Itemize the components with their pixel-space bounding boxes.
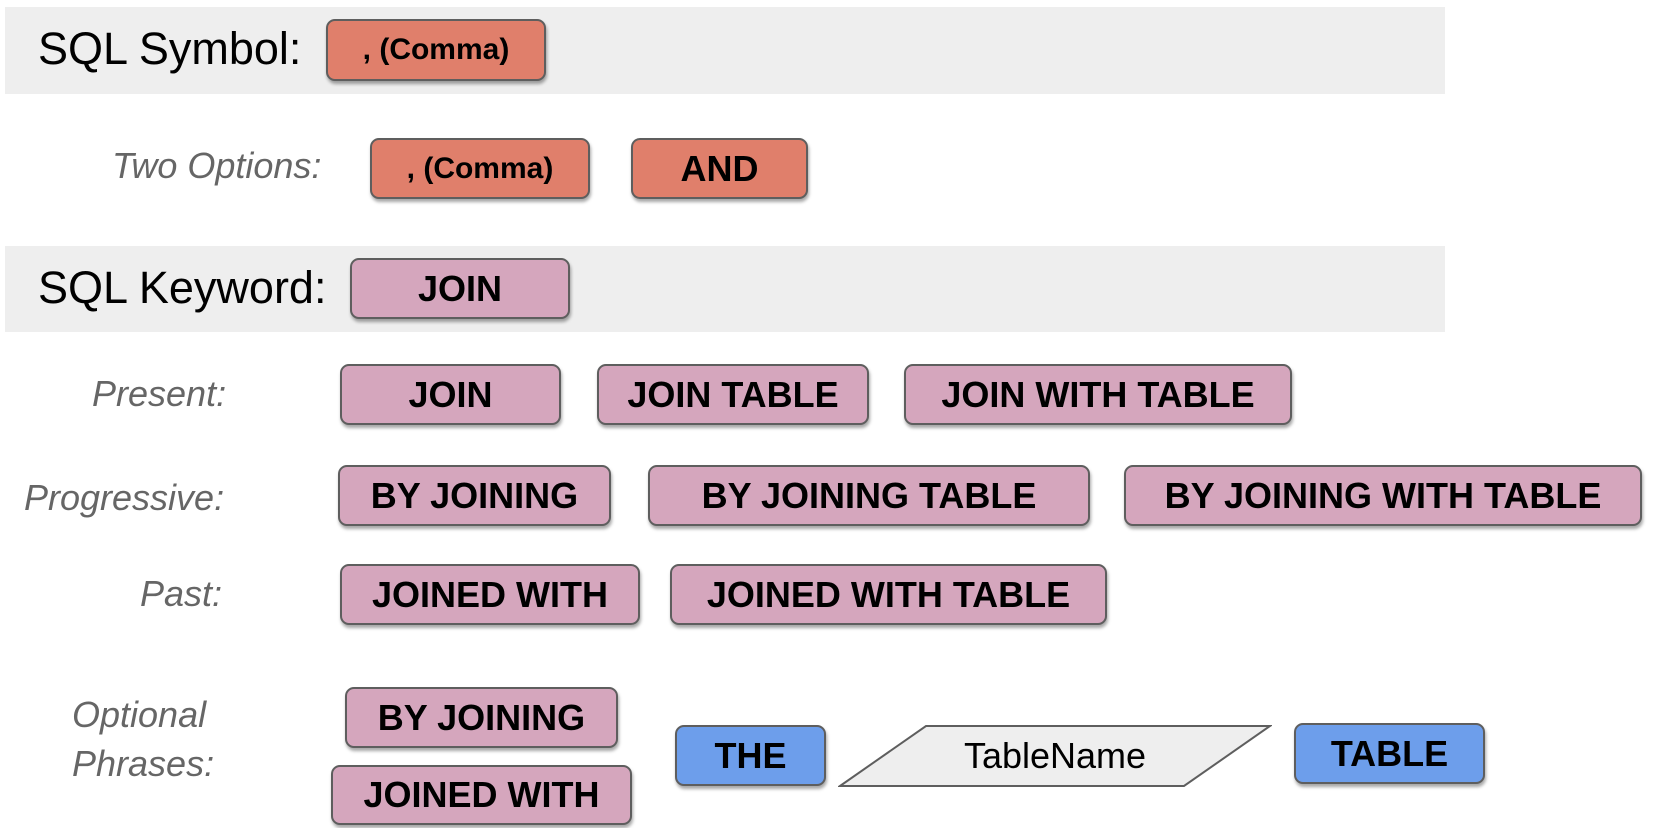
symbol-title: SQL Symbol: bbox=[38, 23, 302, 74]
present-chip-join-table: JOIN TABLE bbox=[597, 364, 869, 425]
optional-label-line2: Phrases: bbox=[72, 743, 215, 784]
progressive-chip-by-joining-table: BY JOINING TABLE bbox=[648, 465, 1090, 526]
keyword-band bbox=[5, 246, 1445, 332]
tablename-shape: TableName bbox=[838, 724, 1272, 788]
progressive-chip-by-joining: BY JOINING bbox=[338, 465, 611, 526]
option-chip-comma: , (Comma) bbox=[370, 138, 590, 199]
option-chip-and: AND bbox=[631, 138, 808, 199]
keyword-title: SQL Keyword: bbox=[38, 262, 327, 313]
progressive-chip-by-joining-with-table: BY JOINING WITH TABLE bbox=[1124, 465, 1642, 526]
present-chip-join: JOIN bbox=[340, 364, 561, 425]
past-chip-joined-with-table: JOINED WITH TABLE bbox=[670, 564, 1107, 625]
present-label: Present: bbox=[92, 373, 227, 414]
parallelogram-shape bbox=[838, 725, 1272, 787]
optional-label-line1: Optional bbox=[72, 694, 207, 735]
table-chip: TABLE bbox=[1294, 723, 1485, 784]
symbol-main-chip: , (Comma) bbox=[326, 19, 546, 81]
tablename-text: TableName bbox=[963, 735, 1147, 776]
past-label: Past: bbox=[140, 573, 223, 614]
past-chip-joined-with: JOINED WITH bbox=[340, 564, 640, 625]
article-chip-the: THE bbox=[675, 725, 826, 786]
keyword-main-chip: JOIN bbox=[350, 258, 570, 319]
options-label: Two Options: bbox=[112, 145, 322, 186]
progressive-label: Progressive: bbox=[24, 477, 225, 518]
present-chip-join-with-table: JOIN WITH TABLE bbox=[904, 364, 1292, 425]
optional-chip-by-joining: BY JOINING bbox=[345, 687, 618, 748]
optional-chip-joined-with: JOINED WITH bbox=[331, 765, 632, 825]
symbol-band bbox=[5, 7, 1445, 94]
